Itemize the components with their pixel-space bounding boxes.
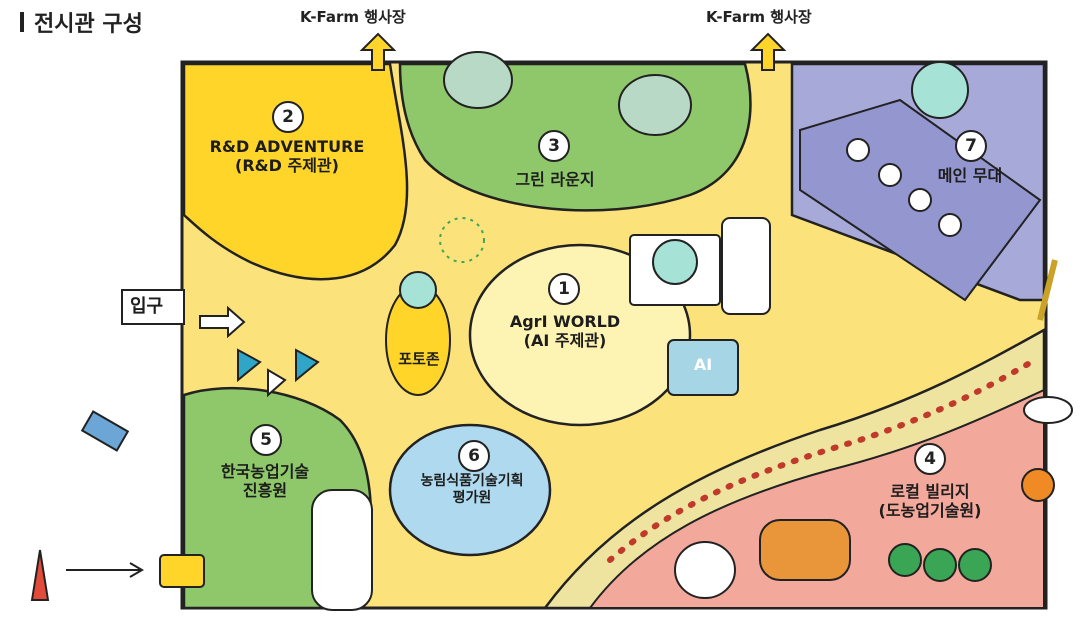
zone-7-label: 메인 무대 (937, 166, 1003, 185)
antenna-icon (30, 549, 50, 601)
exit-label-left: K-Farm 행사장 (300, 8, 406, 26)
exit-arrow-right-icon (749, 32, 787, 71)
cow-icon (759, 519, 851, 581)
dome-2-icon (618, 74, 692, 136)
flag-icon (267, 368, 287, 398)
stage-spot-icon (908, 188, 932, 212)
signal-arrow-icon (66, 562, 144, 578)
page-title-text: 전시관 구성 (34, 12, 143, 37)
zone-3-number: 3 (538, 130, 570, 162)
zone-2-number: 2 (272, 101, 304, 133)
mascot-stage-icon (911, 61, 969, 119)
cloud-icon (1023, 396, 1073, 424)
zone-3-label: 그린 라운지 (515, 170, 595, 189)
broccoli-icon (958, 548, 992, 582)
rnd-zone-area (182, 62, 409, 281)
ai-chip-label: AI (693, 355, 713, 374)
title-bar (20, 12, 24, 32)
zone-1-line1: AgrI WORLD (509, 312, 621, 331)
dome-1-icon (443, 51, 513, 109)
ipet-area (388, 423, 552, 557)
phone-icon (721, 217, 771, 315)
stage-spot-icon (878, 163, 902, 187)
entrance-sign-box (121, 289, 185, 325)
zone-4-number: 4 (914, 443, 946, 475)
zone-4-label: 로컬 빌리지 (도농업기술원) (860, 482, 1000, 520)
zone-2-line2: (R&D 주제관) (235, 156, 339, 176)
zone-1-number: 1 (548, 273, 580, 305)
stage-spot-icon (938, 213, 962, 237)
mascot-ai-icon (652, 239, 698, 285)
robot-icon (159, 554, 205, 588)
zone-1-line2: (AI 주제관) (523, 331, 607, 351)
ai-chip-icon (667, 339, 739, 396)
broccoli-icon (888, 543, 922, 577)
photo-zone-label: 포토존 (398, 350, 440, 368)
zone-4-line1: 로컬 빌리지 (890, 482, 970, 501)
zone-5-label: 한국농업기술 진흥원 (198, 462, 332, 500)
flag-icon (295, 348, 320, 383)
broccoli-icon (923, 548, 957, 582)
chicken-icon (674, 541, 736, 599)
stage-spot-icon (846, 138, 870, 162)
entrance-arrow-icon (199, 305, 246, 339)
page-title: 전시관 구성 (20, 6, 143, 38)
exit-label-right: K-Farm 행사장 (706, 8, 812, 26)
zone-7-number: 7 (955, 130, 987, 162)
entrance-label: 입구 (130, 296, 164, 317)
zone-2-line1: R&D ADVENTURE (209, 137, 365, 156)
unicorn-icon (311, 489, 373, 611)
wheat-icon (1037, 259, 1058, 321)
zone-6-number: 6 (458, 440, 490, 472)
zone-6-label: 농림식품기술기획 평가원 (400, 473, 544, 507)
orange-person-icon (1021, 468, 1055, 502)
sparkle-icon (439, 217, 485, 263)
satellite-icon (80, 410, 130, 452)
zone-6-line1: 농림식품기술기획 (420, 473, 524, 489)
exit-arrow-left-icon (359, 32, 397, 71)
zone-4-line2: (도농업기술원) (878, 501, 982, 521)
flag-icon (237, 348, 262, 383)
zone-1-label: AgrI WORLD (AI 주제관) (490, 312, 640, 350)
zone-2-label: R&D ADVENTURE (R&D 주제관) (192, 137, 382, 175)
bead-chain (607, 357, 1038, 563)
mascot-photo-icon (399, 271, 437, 309)
zone-5-line2: 진흥원 (242, 481, 288, 501)
zone-5-number: 5 (250, 424, 282, 456)
zone-6-line2: 평가원 (452, 489, 492, 506)
zone-5-line1: 한국농업기술 (220, 462, 310, 481)
